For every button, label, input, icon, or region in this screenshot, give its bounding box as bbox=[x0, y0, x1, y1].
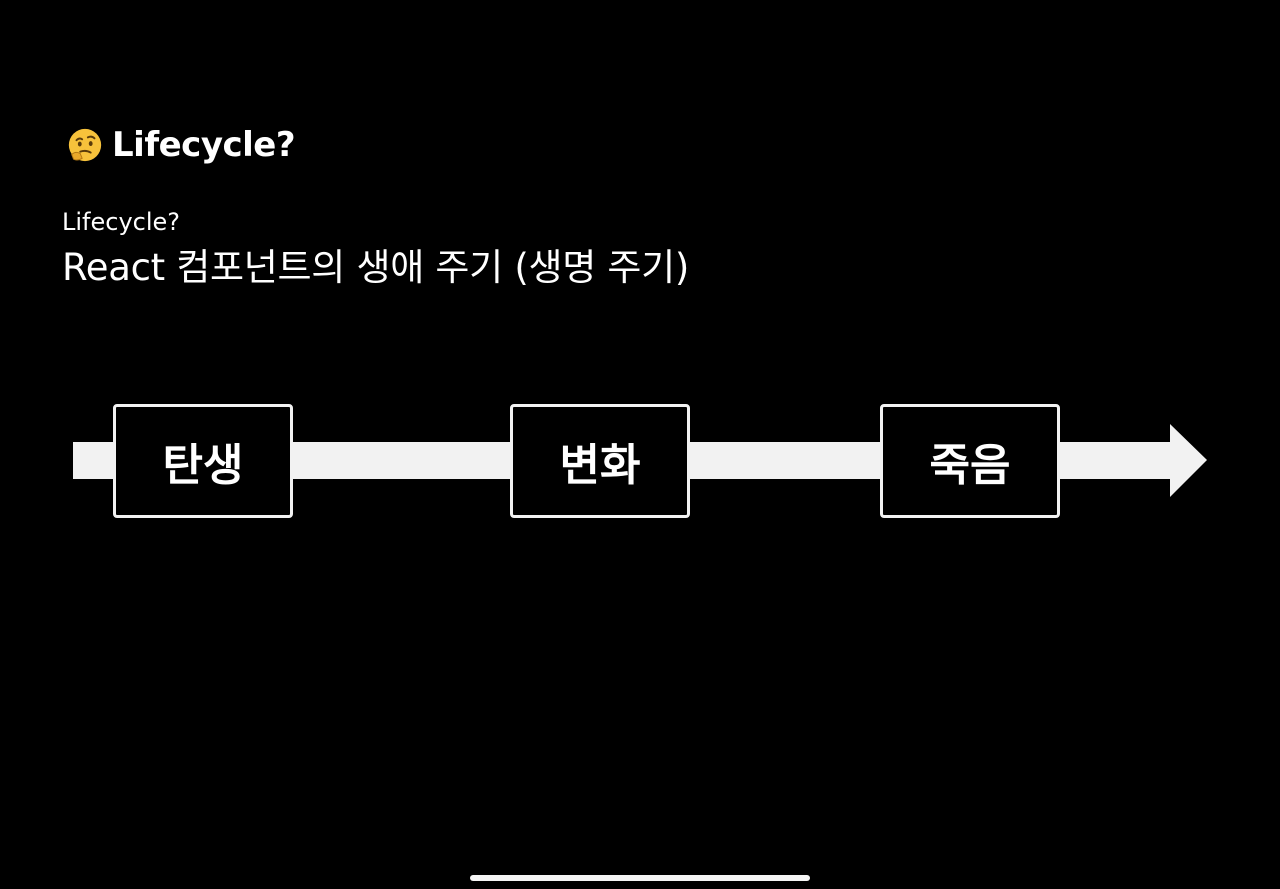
stage-birth-label: 탄생 bbox=[162, 440, 244, 491]
stage-change-box: 변화 bbox=[510, 404, 690, 518]
subtitle-small: Lifecycle? bbox=[62, 208, 181, 236]
stage-change-label: 변화 bbox=[559, 440, 641, 491]
thinking-face-icon bbox=[68, 128, 102, 162]
stage-death-label: 죽음 bbox=[929, 440, 1011, 491]
stage-death-box: 죽음 bbox=[880, 404, 1060, 518]
page-title: Lifecycle? bbox=[112, 125, 296, 165]
stage-birth-box: 탄생 bbox=[113, 404, 293, 518]
slide-heading: Lifecycle? bbox=[66, 125, 296, 165]
home-indicator[interactable] bbox=[470, 875, 810, 881]
subtitle-large: React 컴포넌트의 생애 주기 (생명 주기) bbox=[62, 246, 690, 289]
arrow-head bbox=[1170, 424, 1207, 497]
